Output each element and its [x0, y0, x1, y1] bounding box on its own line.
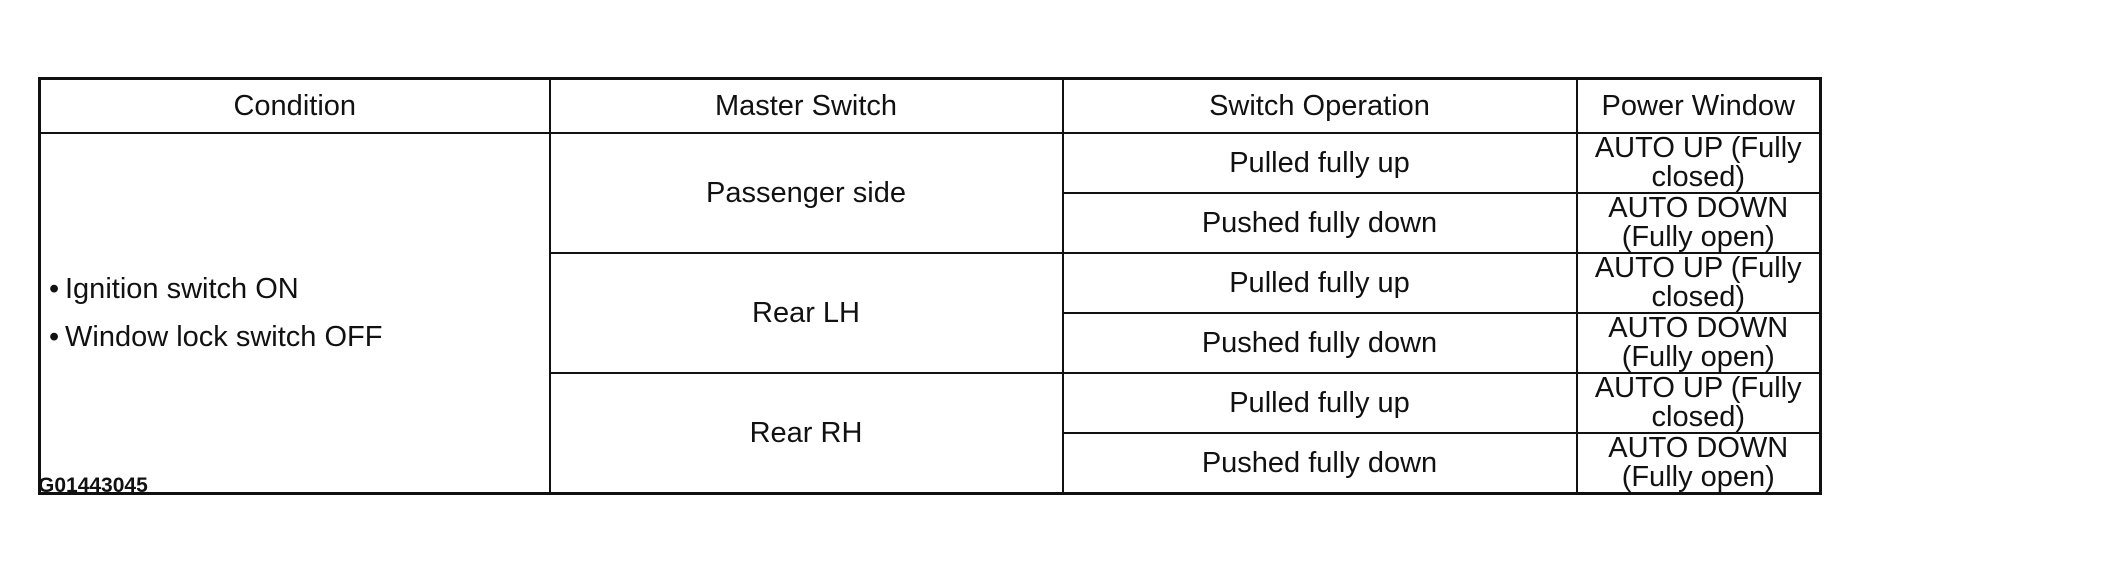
condition-line-ignition: •Ignition switch ON [49, 265, 549, 313]
power-window-cell: AUTO UP (Fully closed) [1575, 372, 1822, 434]
condition-text: Ignition switch ON [65, 273, 299, 305]
bullet-icon: • [49, 273, 60, 305]
master-switch-cell: Rear LH [548, 252, 1064, 374]
table-row: •Ignition switch ON •Window lock switch … [38, 132, 1822, 495]
header-master-switch: Master Switch [548, 77, 1064, 134]
condition-cell: •Ignition switch ON •Window lock switch … [38, 132, 551, 495]
power-window-cell: AUTO DOWN (Fully open) [1575, 192, 1822, 254]
switch-operation-cell: Pulled fully up [1061, 132, 1578, 194]
power-window-cell: AUTO UP (Fully closed) [1575, 132, 1822, 194]
table-row: Rear LH Pulled fully up AUTO UP (Fully c… [40, 252, 1822, 374]
table-row: Rear RH Pulled fully up AUTO UP (Fully c… [40, 372, 1822, 495]
header-condition: Condition [38, 77, 551, 134]
switch-operation-cell: Pulled fully up [1061, 252, 1578, 314]
power-window-cell: AUTO DOWN (Fully open) [1575, 432, 1822, 495]
header-power-window: Power Window [1575, 77, 1822, 134]
bullet-icon: • [49, 321, 60, 353]
table-row: Pushed fully down AUTO DOWN (Fully open) [40, 192, 1822, 254]
power-window-cell: AUTO UP (Fully closed) [1575, 252, 1822, 314]
table-row: Pushed fully down AUTO DOWN (Fully open) [40, 432, 1822, 495]
power-window-auto-table: Condition Master Switch Switch Operation… [38, 77, 1822, 495]
switch-operation-cell: Pushed fully down [1061, 432, 1578, 495]
figure-code: G01443045 [38, 474, 148, 497]
condition-line-window-lock: •Window lock switch OFF [49, 313, 549, 361]
header-switch-operation: Switch Operation [1061, 77, 1578, 134]
power-window-cell: AUTO DOWN (Fully open) [1575, 312, 1822, 374]
switch-operation-cell: Pushed fully down [1061, 312, 1578, 374]
switch-operation-cell: Pushed fully down [1061, 192, 1578, 254]
switch-operation-cell: Pulled fully up [1061, 372, 1578, 434]
table-row: Pushed fully down AUTO DOWN (Fully open) [40, 312, 1822, 374]
master-switch-cell: Passenger side [548, 132, 1064, 254]
master-switch-cell: Rear RH [548, 372, 1064, 495]
condition-text: Window lock switch OFF [65, 321, 383, 353]
table-header-row: Condition Master Switch Switch Operation… [38, 77, 1822, 134]
